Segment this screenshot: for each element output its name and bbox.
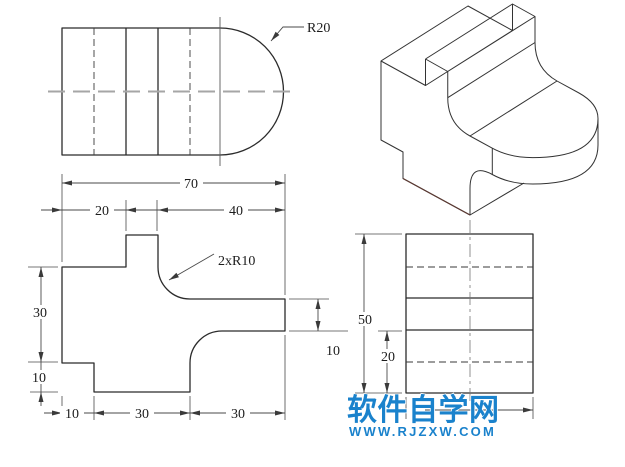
side-view: 50 20 (353, 220, 534, 419)
dim-lower-height: 10 (32, 371, 46, 386)
iso-internal-edges (380, 3, 599, 216)
iso-bottom-edges (402, 178, 471, 216)
top-view: R20 (48, 17, 330, 166)
dim-label-r20: R20 (307, 21, 330, 36)
dim-bottom-mid: 30 (135, 407, 149, 422)
side-view-dimension-lines (363, 234, 533, 411)
watermark-url: WWW.RJZXW.COM (349, 424, 496, 439)
front-view-outline (61, 234, 286, 393)
dim-arm-thickness: 10 (326, 344, 340, 359)
dim-bottom-left: 10 (65, 407, 79, 422)
side-view-arrowheads (361, 234, 533, 413)
dim-bottom-right: 30 (231, 407, 245, 422)
fillet-leader-arrow (169, 272, 179, 280)
dim-upper-height: 30 (33, 306, 47, 321)
watermark-title: 软件自学网 (347, 393, 500, 427)
side-view-outline (405, 233, 534, 394)
front-view-extension-lines (28, 174, 348, 420)
front-view: 70 20 40 30 10 10 30 30 10 2xR10 (27, 174, 348, 422)
watermark: 软件自学网 WWW.RJZXW.COM (346, 392, 500, 439)
dim-side-total-height: 50 (358, 313, 372, 328)
isometric-view (380, 3, 599, 216)
dim-fillet-label: 2xR10 (218, 254, 255, 269)
side-view-extension-lines (355, 233, 534, 419)
top-view-outline (61, 27, 285, 156)
dim-right-width: 40 (229, 204, 243, 219)
r20-leader-arrow (271, 31, 280, 41)
dim-total-width: 70 (184, 177, 198, 192)
iso-silhouette (380, 3, 599, 216)
dim-side-lower-height: 20 (381, 350, 395, 365)
front-view-arrowheads (38, 180, 321, 416)
dim-left-width: 20 (95, 204, 109, 219)
